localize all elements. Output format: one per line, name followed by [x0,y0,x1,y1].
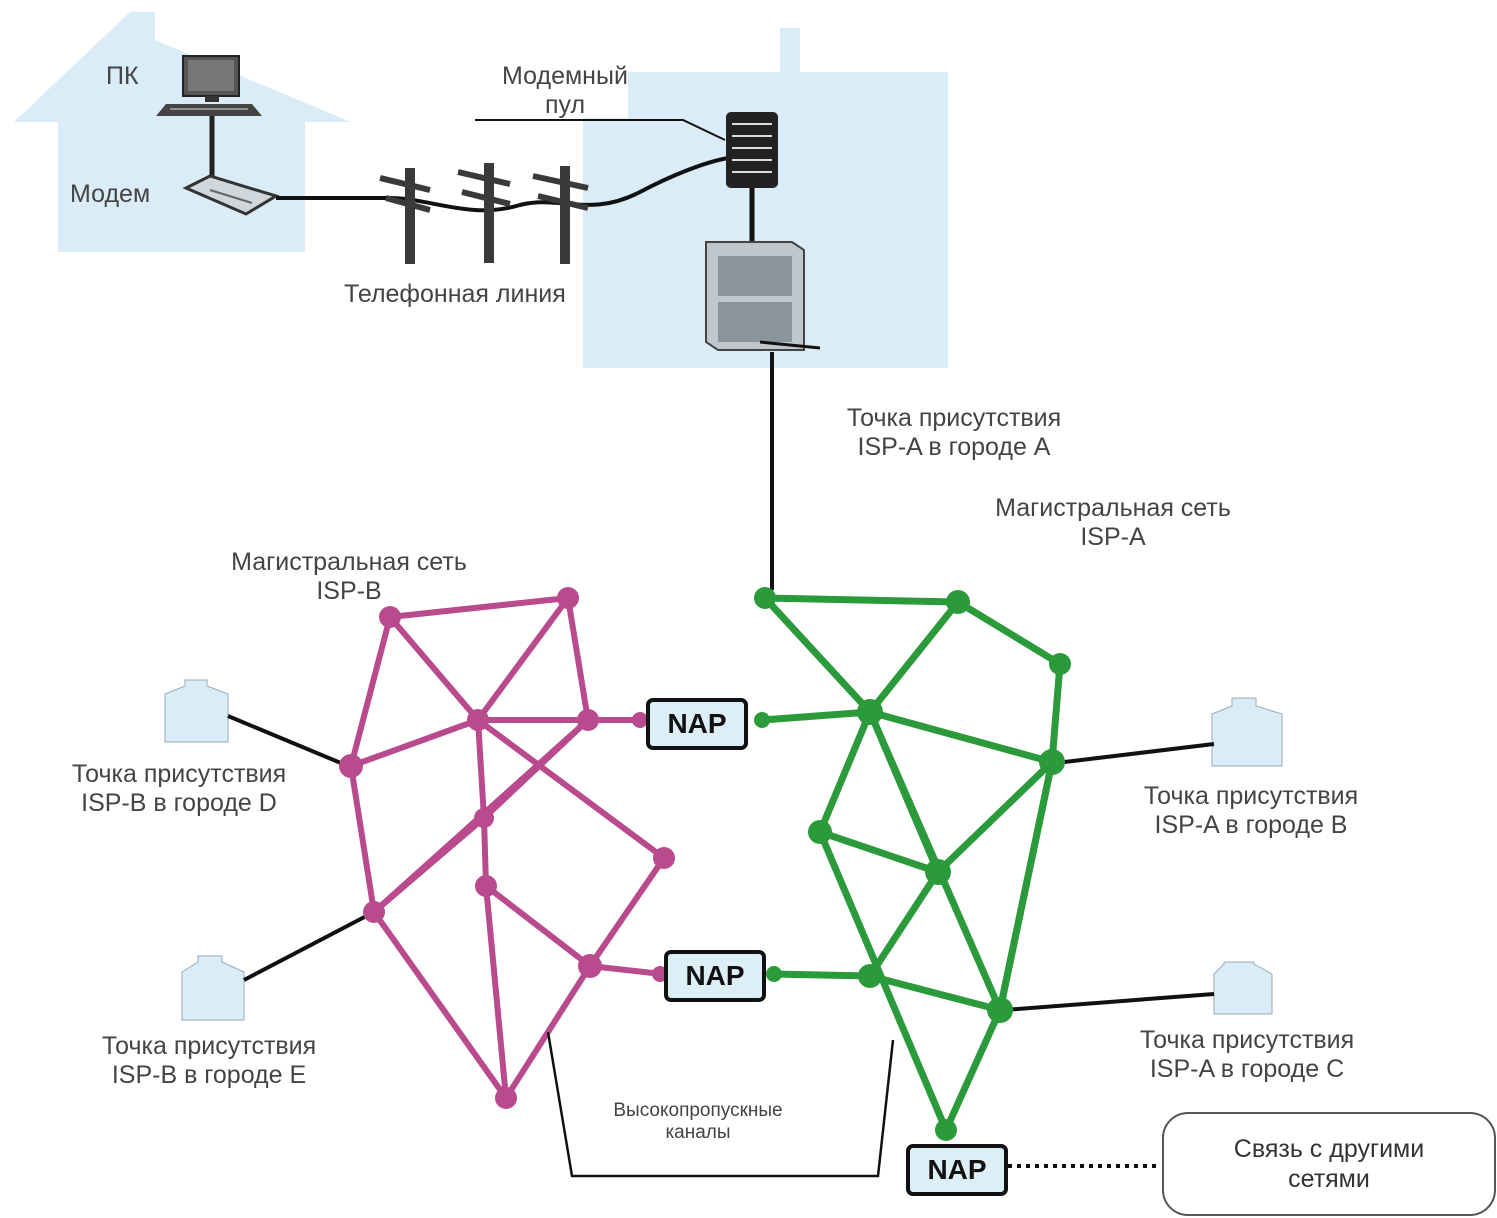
isp-b-node [632,712,648,728]
isp-b-node [475,875,497,897]
high-capacity-channels-label: Высокопропускные каналы [613,1100,783,1143]
pop-isp-a-city-c-label: Точка присутствия ISP-A в городе C [1139,1026,1355,1083]
modem-label: Модем [70,180,151,208]
phone-line-label: Телефонная линия [344,280,566,308]
other-networks-label: Связь с другими сетями [1233,1135,1425,1193]
isp-a-node [808,820,832,844]
server-icon [705,241,821,351]
isp-a-node [754,587,776,609]
isp-a-backbone [758,594,1064,1134]
isp-a-node [754,712,770,728]
backbone-isp-a-label: Магистральная сеть ISP-A [995,494,1231,551]
pop-building-isp-a-c [1213,961,1273,1015]
isp-b-node [379,606,401,628]
isp-a-node [1039,749,1065,775]
isp-a-node [935,1119,957,1141]
nap-box-middle: NAP [664,950,766,1002]
isp-b-node [474,808,494,828]
isp-a-building [583,28,948,368]
pop-building-isp-b-d [164,679,229,743]
channels-bracket [546,1031,895,1178]
isp-b-node [577,709,599,731]
isp-a-node [946,590,970,614]
isp-b-backbone [348,595,667,1101]
backbone-isp-b-label: Магистральная сеть ISP-B [231,548,467,605]
nap-box-top: NAP [646,698,748,750]
isp-b-node [578,954,602,978]
isp-a-node [1049,653,1071,675]
isp-b-node [557,587,579,609]
pc-icon [156,55,262,116]
isp-b-node [467,709,489,731]
isp-b-node [653,847,675,869]
modem-pool-label: Модемный пул [502,62,628,119]
pc-label: ПК [106,62,139,90]
telephone-poles [379,163,589,264]
isp-a-node [766,966,782,982]
isp-b-node [363,901,385,923]
pop-isp-a-city-a-label: Точка присутствия ISP-A в городе A [846,404,1062,461]
nap-box-bottom: NAP [906,1144,1008,1196]
isp-a-node [857,699,883,725]
home-building [14,12,351,252]
isp-a-node [987,997,1013,1023]
pop-isp-b-city-d-label: Точка присутствия ISP-B в городе D [71,760,287,817]
pop-building-isp-a-b [1211,697,1283,767]
isp-b-node [339,754,363,778]
other-networks-cloud: Связь с другими сетями [1162,1112,1496,1216]
pop-building-isp-b-e [181,955,245,1021]
isp-b-node [495,1087,517,1109]
modem-pool-icon [726,112,778,188]
pop-isp-a-city-b-label: Точка присутствия ISP-A в городе B [1143,782,1359,839]
isp-a-node [858,964,882,988]
pop-isp-b-city-e-label: Точка присутствия ISP-B в городе E [101,1032,317,1089]
isp-a-node [925,859,951,885]
